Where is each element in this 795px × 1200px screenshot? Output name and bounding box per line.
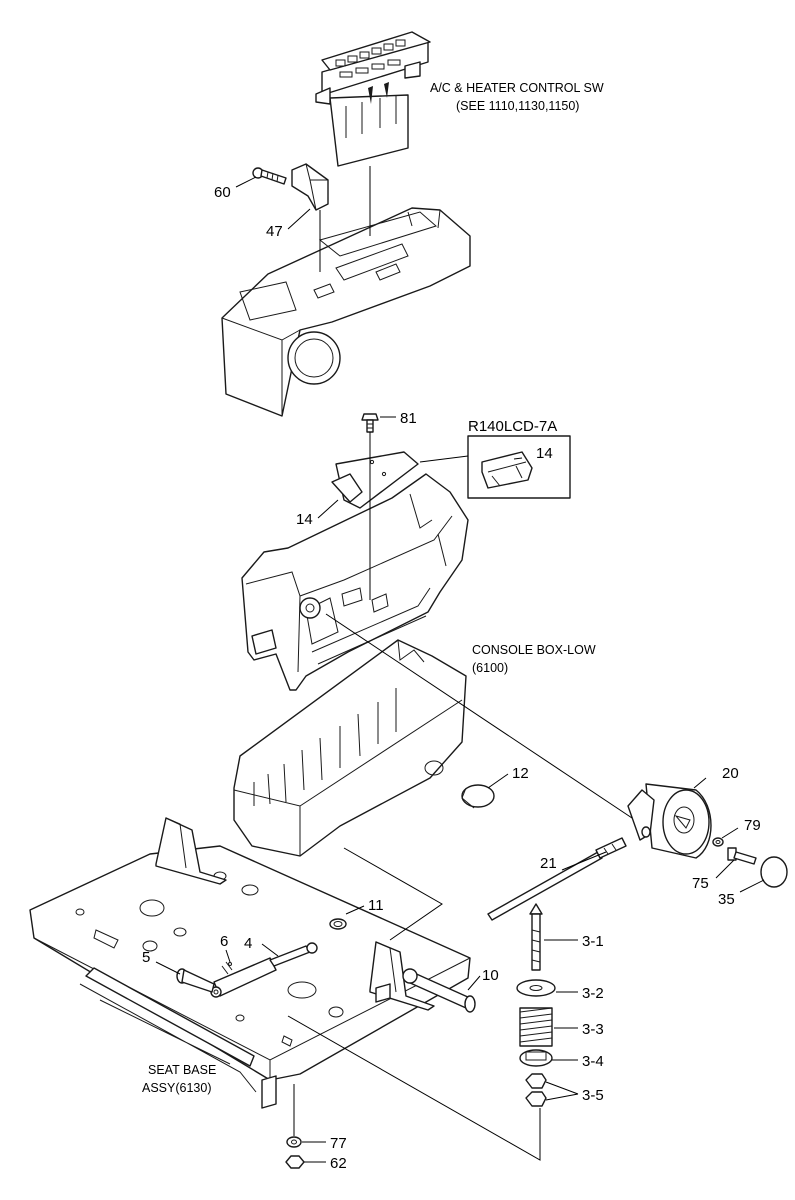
seat-base-rails <box>79 967 277 1109</box>
callout-3-2: 3-2 <box>582 985 604 1002</box>
cap-35 <box>760 856 788 888</box>
retainer-3-4 <box>519 1049 553 1067</box>
console-box-low <box>233 639 467 857</box>
lever-knob-47 <box>291 163 329 211</box>
callout-3-3: 3-3 <box>582 1021 604 1038</box>
callout-3-4: 3-4 <box>582 1053 604 1070</box>
callout-14: 14 <box>296 511 313 528</box>
callout-14-variant: 14 <box>536 445 553 462</box>
callout-60: 60 <box>214 184 231 201</box>
variant-inset-box <box>467 435 571 499</box>
callout-81: 81 <box>400 410 417 427</box>
ac-heater-control-switch <box>315 31 431 167</box>
callout-3-5: 3-5 <box>582 1087 604 1104</box>
bushing-11 <box>329 918 347 930</box>
washer-77 <box>286 1136 302 1148</box>
note-seat-base-line1: SEAT BASE <box>148 1063 216 1077</box>
mounting-bracket-left <box>155 817 227 885</box>
callout-47: 47 <box>266 223 283 240</box>
console-frame <box>241 473 469 691</box>
bolt-60 <box>252 167 287 185</box>
callout-6: 6 <box>220 933 228 950</box>
callout-5: 5 <box>142 949 150 966</box>
callout-11: 11 <box>368 897 384 914</box>
nuts-3-5 <box>525 1073 547 1107</box>
note-console-low-line1: CONSOLE BOX-LOW <box>472 643 596 657</box>
note-console-low-line2: (6100) <box>472 661 508 675</box>
callout-77: 77 <box>330 1135 347 1152</box>
callout-21: 21 <box>540 855 557 872</box>
bolt-3-1 <box>529 903 543 971</box>
pin-5 <box>176 968 215 993</box>
note-ac-heater-line1: A/C & HEATER CONTROL SW <box>430 81 604 95</box>
spring-3-3 <box>519 1007 553 1047</box>
callout-35: 35 <box>718 891 735 908</box>
washer-79 <box>712 837 724 847</box>
callout-20: 20 <box>722 765 739 782</box>
cap-12 <box>461 784 495 809</box>
nut-62 <box>285 1155 305 1169</box>
callout-62: 62 <box>330 1155 347 1172</box>
callout-12: 12 <box>512 765 529 782</box>
bolt-75 <box>727 847 757 865</box>
rod-21 <box>487 837 627 921</box>
note-ac-heater-line2: (SEE 1110,1130,1150) <box>456 99 579 113</box>
mounting-bracket-right <box>369 941 435 1011</box>
bolt-81 <box>361 413 379 433</box>
pin-6 <box>221 961 233 975</box>
callout-79: 79 <box>744 817 761 834</box>
callout-10: 10 <box>482 967 499 984</box>
callout-75: 75 <box>692 875 709 892</box>
console-box-upper <box>221 207 471 417</box>
seat-base-plate <box>29 845 471 1081</box>
assembly-lines <box>287 166 633 1161</box>
note-seat-base-line2: ASSY(6130) <box>142 1081 211 1095</box>
shaft-10 <box>402 968 476 1013</box>
knob-assembly-20 <box>627 783 712 859</box>
washer-3-2 <box>516 979 556 997</box>
callout-leaders <box>155 176 765 1163</box>
callout-3-1: 3-1 <box>582 933 604 950</box>
note-variant-model: R140LCD-7A <box>468 418 557 435</box>
callout-4: 4 <box>244 935 252 952</box>
bracket-14 <box>331 451 419 509</box>
gas-spring-4 <box>210 942 318 998</box>
